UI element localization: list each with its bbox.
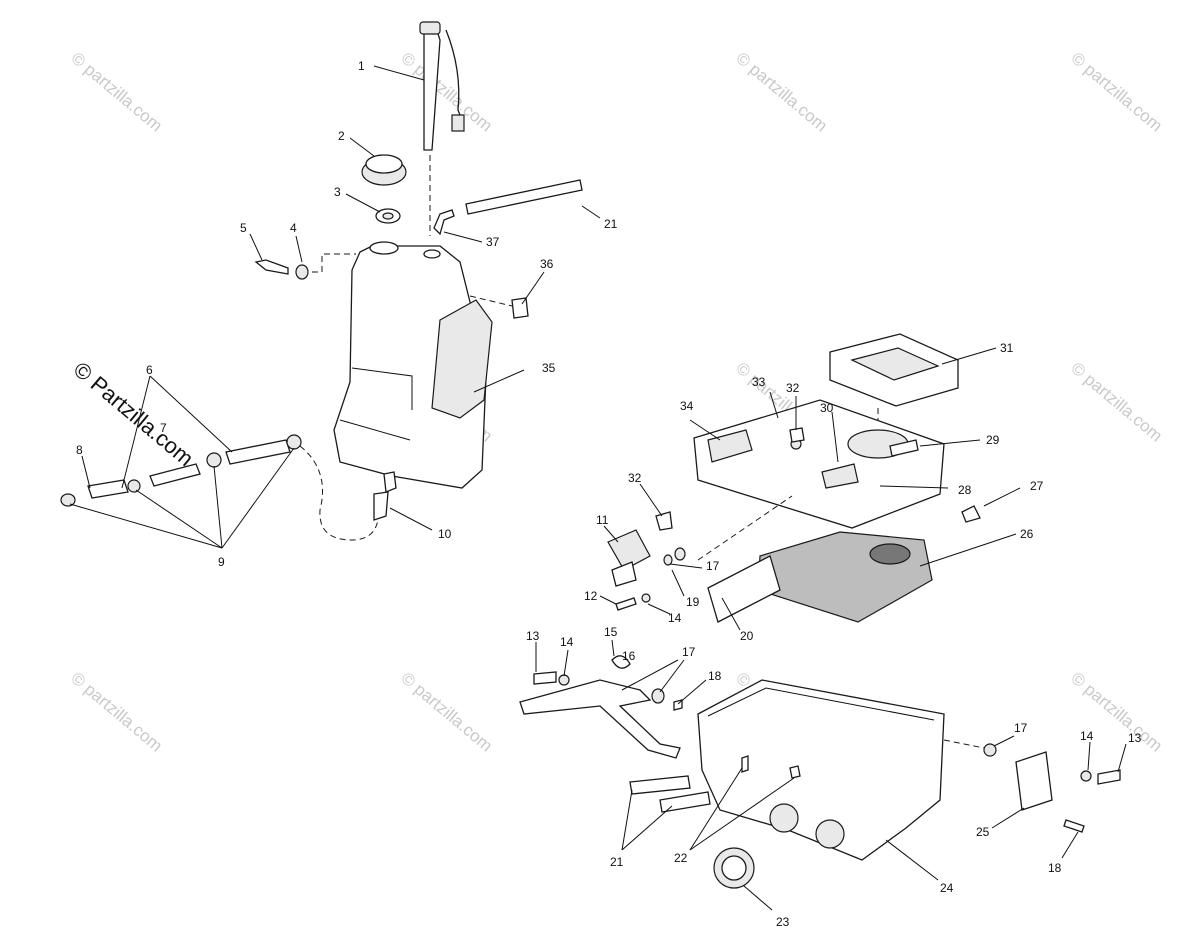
callout-35: 35	[542, 361, 556, 375]
callout-23: 23	[776, 915, 790, 929]
part-clamp-upper[interactable]	[789, 427, 805, 443]
callout-17c: 17	[1014, 721, 1028, 735]
callout-29: 29	[986, 433, 1000, 447]
callout-21a: 21	[604, 217, 618, 231]
callout-7: 7	[160, 421, 167, 435]
part-grommet[interactable]	[983, 743, 997, 757]
part-airbox-cover[interactable]	[693, 399, 945, 529]
callout-3: 3	[334, 185, 341, 199]
callout-9: 9	[218, 555, 225, 569]
callout-11: 11	[596, 513, 609, 527]
watermark-repeat: © partzilla.com	[67, 49, 166, 136]
callout-6: 6	[146, 363, 153, 377]
part-oil-filter-hoses[interactable]	[60, 434, 302, 507]
part-screw[interactable]	[615, 597, 637, 611]
callout-labels: 1 2 3 4 5 6 7 8 9 10 11 12 13 13 14 14 1…	[76, 59, 1142, 929]
callout-19: 19	[686, 595, 700, 609]
part-bolt-washer[interactable]	[254, 253, 356, 280]
watermark-repeat: © partzilla.com	[732, 49, 831, 136]
callout-5: 5	[240, 221, 247, 235]
part-mount-plate[interactable]	[1015, 751, 1053, 811]
callout-8: 8	[76, 443, 83, 457]
part-clip-small[interactable]	[1063, 819, 1085, 833]
callout-17a: 17	[706, 559, 720, 573]
callout-16: 16	[622, 649, 636, 663]
watermark-repeat: © partzilla.com	[67, 669, 166, 756]
part-washer[interactable]	[1080, 770, 1092, 782]
part-mount-bracket[interactable]	[519, 679, 681, 759]
callout-10: 10	[438, 527, 452, 541]
callout-13b: 13	[1128, 731, 1142, 745]
part-grommet[interactable]	[651, 688, 665, 704]
part-clip[interactable]	[511, 297, 529, 319]
callout-17b: 17	[682, 645, 696, 659]
leader-lines	[69, 65, 1127, 911]
watermark-repeat: © partzilla.com	[397, 49, 496, 136]
callout-30: 30	[820, 401, 834, 415]
callout-2: 2	[338, 129, 345, 143]
callout-4: 4	[290, 221, 297, 235]
callout-34: 34	[680, 399, 694, 413]
oil-tank-assembly	[60, 21, 583, 541]
oil-line-routing	[299, 445, 379, 541]
part-intake-boot[interactable]	[713, 847, 755, 889]
part-filler-cap[interactable]	[361, 154, 407, 186]
part-cap-gasket[interactable]	[375, 208, 401, 224]
part-fuel-pump[interactable]	[607, 529, 651, 587]
part-drain-hose[interactable]	[629, 775, 691, 795]
callout-21b: 21	[610, 855, 624, 869]
part-clamp-lower[interactable]	[655, 511, 673, 531]
callout-1: 1	[358, 59, 365, 73]
callout-32b: 32	[628, 471, 642, 485]
callout-22: 22	[674, 851, 688, 865]
callout-28: 28	[958, 483, 972, 497]
callout-26: 26	[1020, 527, 1034, 541]
part-bolt[interactable]	[1097, 769, 1121, 785]
watermark-repeat: © partzilla.com	[1067, 49, 1166, 136]
part-air-filter-frame[interactable]	[829, 333, 959, 432]
watermark-layer: © partzilla.com © partzilla.com © partzi…	[67, 49, 1166, 756]
part-bolt[interactable]	[533, 671, 557, 685]
callout-33: 33	[752, 375, 766, 389]
callout-14c: 14	[1080, 729, 1094, 743]
watermark-repeat: © partzilla.com	[397, 669, 496, 756]
part-foam-filter[interactable]	[757, 531, 933, 623]
part-oil-tank[interactable]	[333, 241, 493, 521]
callout-18a: 18	[708, 669, 722, 683]
callout-14b: 14	[668, 611, 682, 625]
callout-37: 37	[486, 235, 500, 249]
part-vent-hose[interactable]	[465, 179, 583, 215]
callout-24: 24	[940, 881, 954, 895]
callout-13a: 13	[526, 629, 540, 643]
callout-27: 27	[1030, 479, 1044, 493]
part-ring[interactable]	[611, 655, 631, 669]
callout-32a: 32	[786, 381, 800, 395]
watermark-main: © Partzilla.com	[69, 357, 199, 471]
part-dipstick-sender[interactable]	[419, 21, 465, 236]
part-grommet[interactable]	[663, 554, 673, 566]
part-grommet[interactable]	[674, 547, 686, 561]
part-airbox-base[interactable]	[697, 679, 945, 861]
watermark-repeat: © partzilla.com	[1067, 359, 1166, 446]
callout-36: 36	[540, 257, 554, 271]
callout-31: 31	[1000, 341, 1014, 355]
callout-14a: 14	[560, 635, 574, 649]
part-retainer-clip[interactable]	[961, 505, 981, 523]
callout-20: 20	[740, 629, 754, 643]
part-drain-hose[interactable]	[659, 791, 711, 813]
callout-12: 12	[584, 589, 598, 603]
part-washer[interactable]	[558, 674, 570, 686]
part-washer[interactable]	[641, 593, 651, 603]
part-elbow-fitting[interactable]	[433, 209, 455, 236]
callout-25: 25	[976, 825, 990, 839]
callout-15: 15	[604, 625, 618, 639]
callout-18b: 18	[1048, 861, 1062, 875]
airbox-assembly	[519, 333, 1121, 889]
